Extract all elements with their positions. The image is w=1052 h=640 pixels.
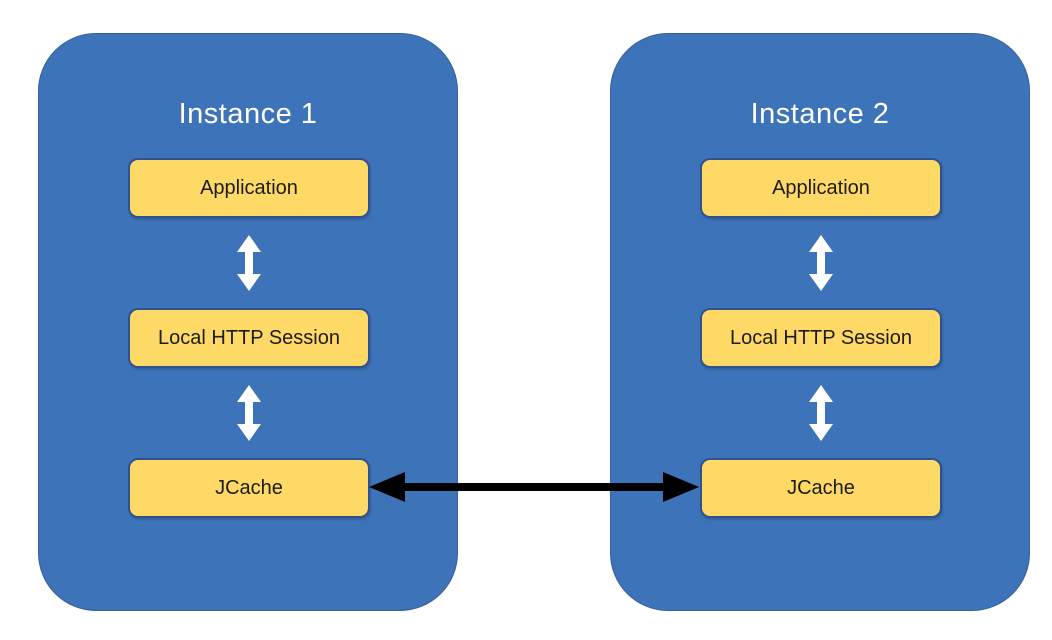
vertical-double-arrow-icon <box>808 385 834 441</box>
vertical-double-arrow-icon <box>236 385 262 441</box>
instance-1-box-jcache: JCache <box>128 458 370 518</box>
instance-2-box-application: Application <box>700 158 942 218</box>
instance-1-box-jcache-label: JCache <box>215 476 283 499</box>
instance-1-container: Instance 1 Application Local HTTP Sessio… <box>38 33 458 611</box>
instance-2-box-local-http-session-label: Local HTTP Session <box>730 326 912 349</box>
vertical-double-arrow-icon <box>236 235 262 291</box>
vertical-double-arrow-icon <box>808 235 834 291</box>
instance-1-box-application-label: Application <box>200 176 298 199</box>
instance-2-container: Instance 2 Application Local HTTP Sessio… <box>610 33 1030 611</box>
instance-2-box-local-http-session: Local HTTP Session <box>700 308 942 368</box>
instance-2-box-jcache: JCache <box>700 458 942 518</box>
horizontal-double-arrow-icon <box>369 472 699 502</box>
instance-1-title: Instance 1 <box>178 98 318 130</box>
instance-2-box-application-label: Application <box>772 176 870 199</box>
instance-1-box-local-http-session: Local HTTP Session <box>128 308 370 368</box>
instance-1-box-application: Application <box>128 158 370 218</box>
instance-2-box-jcache-label: JCache <box>787 476 855 499</box>
instance-1-box-local-http-session-label: Local HTTP Session <box>158 326 340 349</box>
instance-2-title: Instance 2 <box>750 98 890 130</box>
